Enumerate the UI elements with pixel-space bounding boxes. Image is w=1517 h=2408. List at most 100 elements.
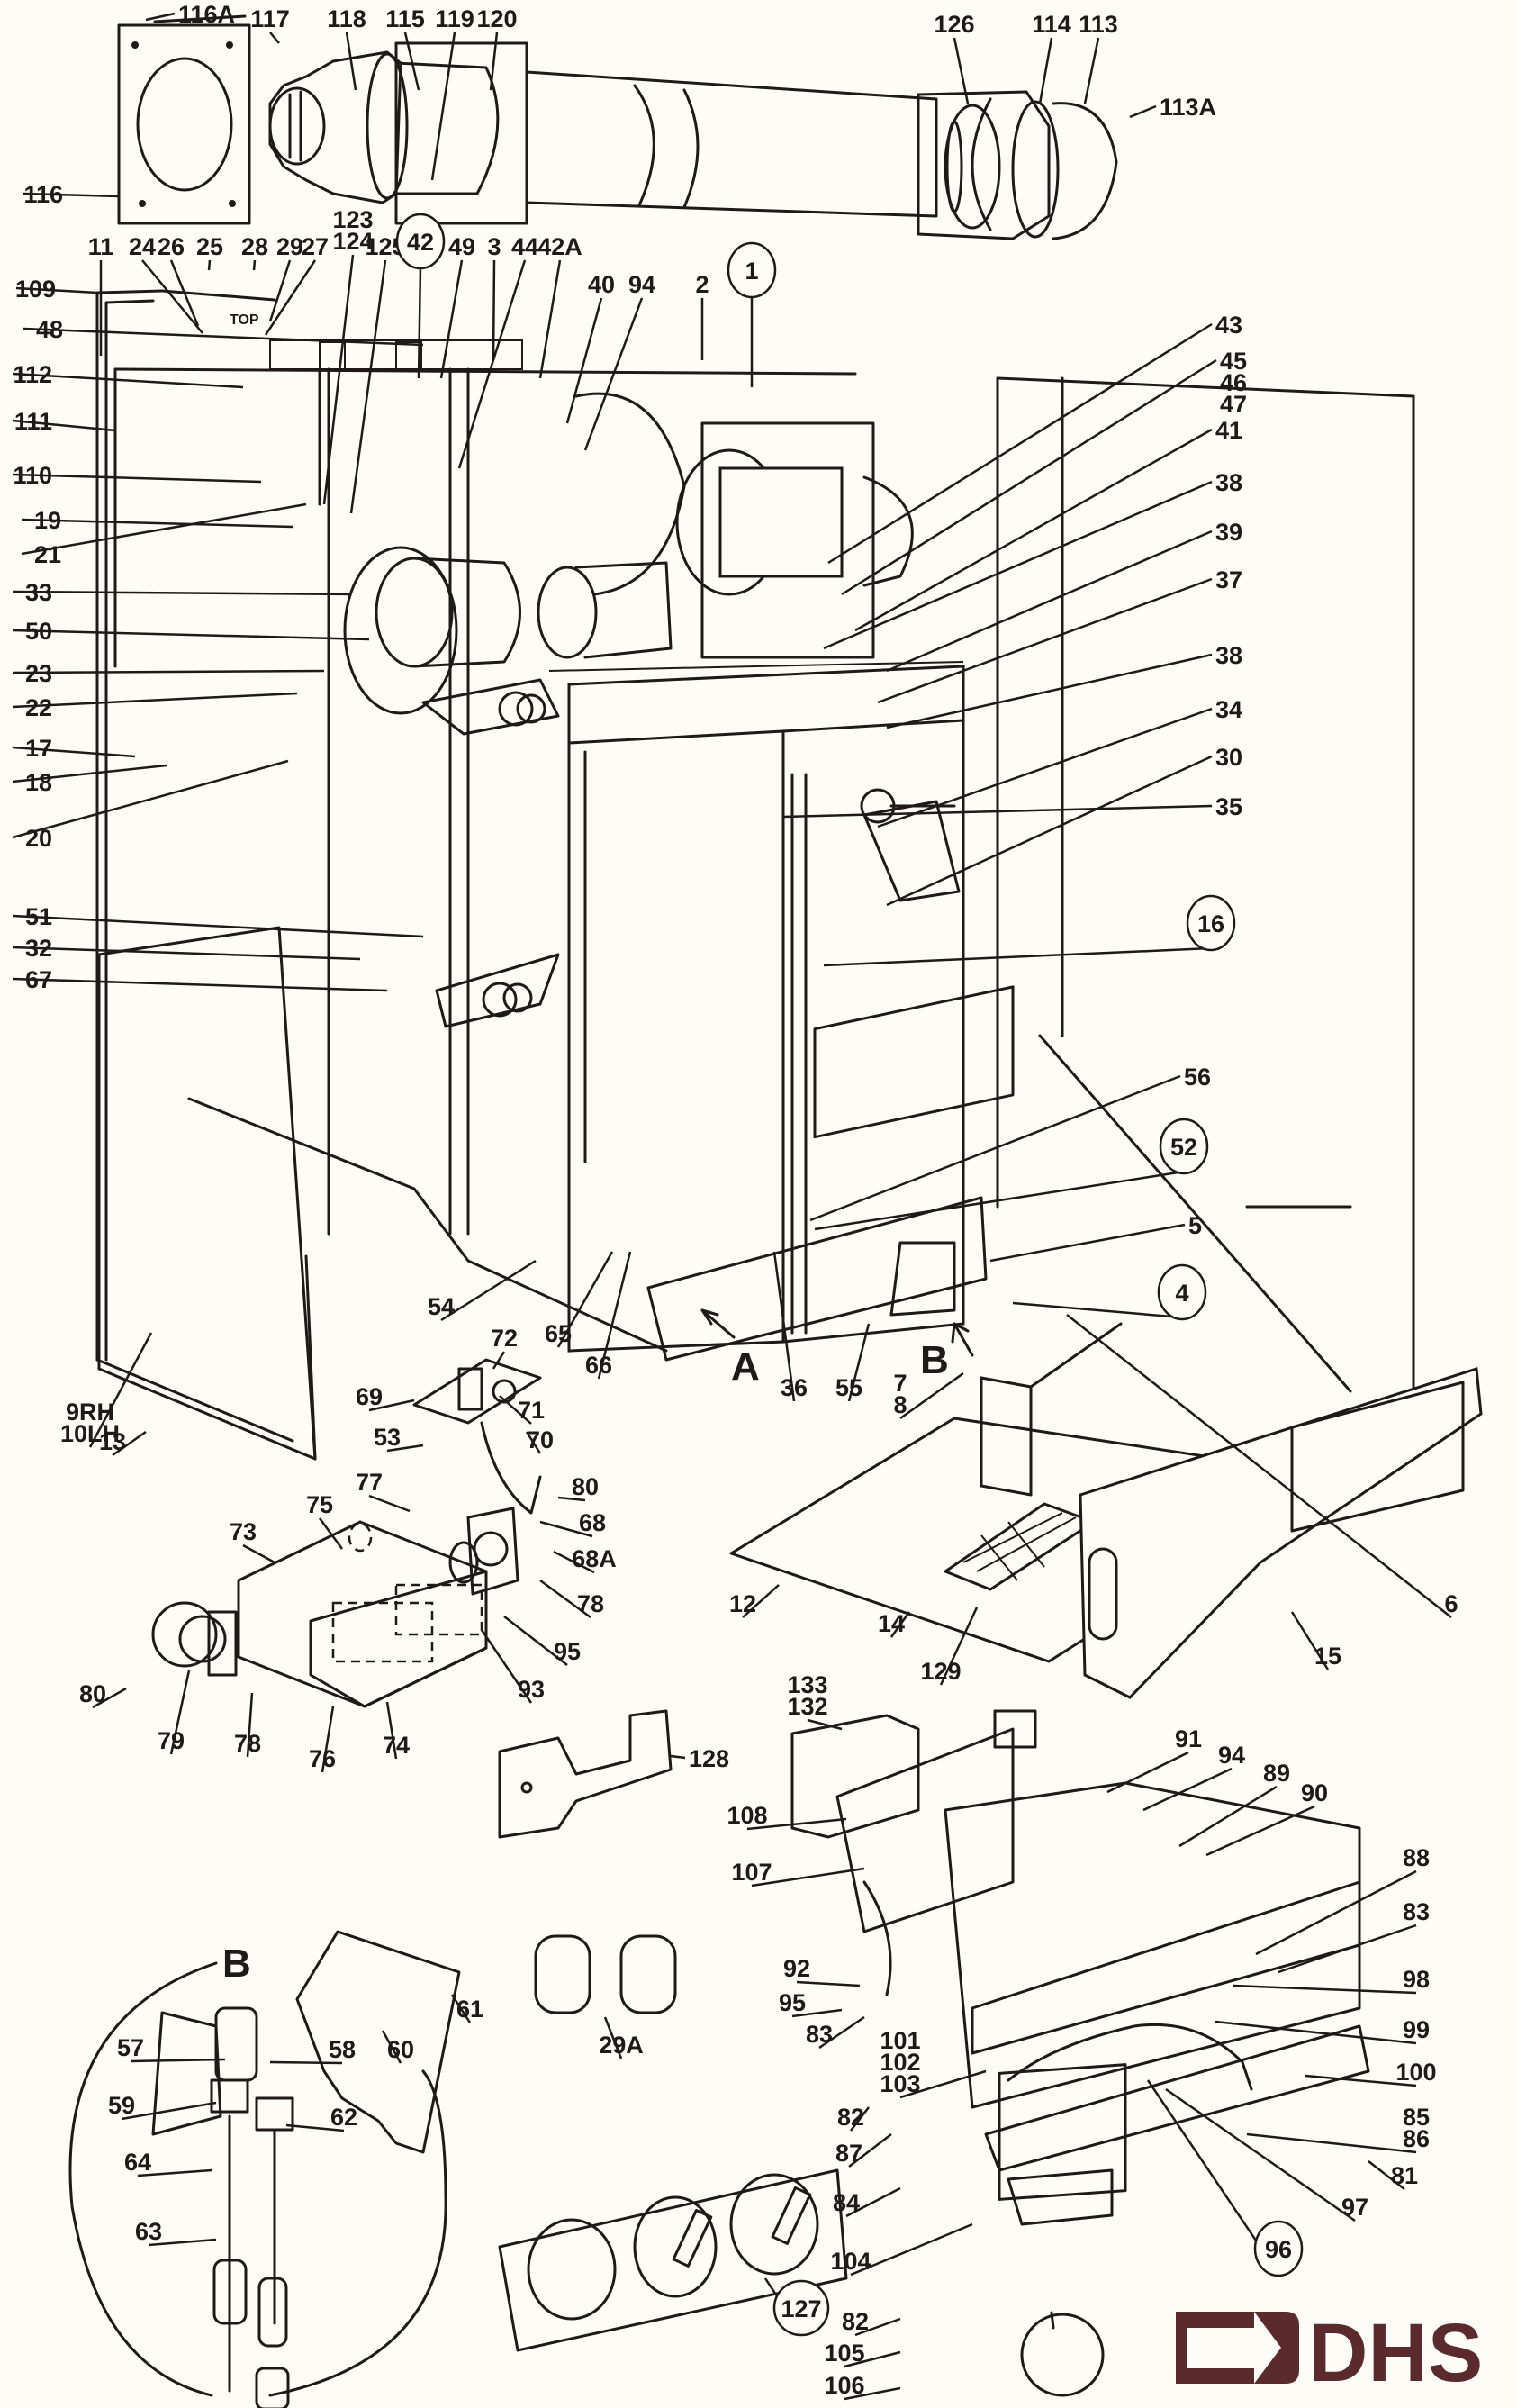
leader-line-82a: [850, 2106, 870, 2132]
callout-label: 59: [108, 2092, 135, 2119]
leader-line-61: [450, 1994, 472, 2023]
callout-129: 129: [920, 1658, 961, 1685]
callout-68A: 68A: [572, 1545, 617, 1572]
leader-line-5: [989, 1223, 1186, 1263]
callout-label: 70: [527, 1426, 554, 1453]
callout-label: 72: [491, 1325, 518, 1352]
callout-53: 53: [374, 1424, 401, 1451]
callout-29: 29: [276, 233, 303, 260]
callout-label: 15: [1314, 1643, 1341, 1670]
callout-label: 69: [356, 1383, 383, 1410]
leader-line-17: [12, 746, 136, 758]
left-lower-panel: [97, 926, 317, 1461]
inner-back-panel: [318, 367, 470, 1236]
callout-label: 42A: [537, 233, 582, 260]
callout-label: 7: [893, 1370, 907, 1397]
callout-44: 44: [511, 233, 538, 260]
callout-60: 60: [387, 2036, 414, 2063]
leader-line-113A: [1129, 104, 1157, 119]
leader-line-59: [121, 2101, 217, 2121]
callout-label: 67: [25, 966, 52, 993]
callout-52: 52: [1159, 1118, 1209, 1175]
leader-line-70: [525, 1431, 542, 1454]
leader-line-43: [827, 322, 1213, 565]
callout-label: 113: [1079, 11, 1118, 38]
callout-1: 1: [727, 241, 777, 299]
callout-label: 29: [276, 233, 303, 260]
callout-112: 112: [13, 361, 52, 388]
leader-line-23: [12, 669, 325, 674]
leader-line-94a: [583, 297, 644, 451]
callout-50: 50: [25, 618, 52, 645]
callout-34: 34: [1215, 696, 1242, 723]
leader-line-129: [939, 1607, 979, 1686]
callout-label: 99: [1403, 2016, 1430, 2043]
callout-41: 41: [1215, 417, 1242, 444]
callout-label: 26: [158, 233, 185, 260]
callout-42: 42: [395, 213, 446, 270]
leader-line-112: [12, 372, 244, 389]
callout-33: 33: [25, 579, 52, 606]
callout-label: 44: [511, 233, 538, 260]
callout-2: 2: [695, 271, 709, 298]
callout-label: 94: [1218, 1742, 1245, 1769]
callout-49: 49: [448, 233, 475, 260]
leader-line-71: [499, 1395, 532, 1425]
leader-line-87: [848, 2133, 892, 2168]
callout-label: 110: [13, 462, 52, 489]
leader-line-73: [242, 1543, 275, 1564]
callout-81: 81: [1391, 2162, 1418, 2189]
callout-label: 89: [1263, 1760, 1290, 1787]
callout-label: 124: [332, 228, 373, 255]
callout-37: 37: [1215, 566, 1242, 593]
callout-label: 81: [1391, 2162, 1418, 2189]
leader-line-82b: [854, 2317, 901, 2337]
callout-69: 69: [356, 1383, 383, 1410]
leader-line-25: [207, 259, 212, 271]
leader-line-125: [349, 259, 387, 514]
callout-label: 114: [1032, 11, 1071, 38]
control-box-support: [187, 1097, 668, 1353]
leader-line-40: [565, 297, 603, 424]
callout-label: 38: [1215, 469, 1242, 496]
callout-25: 25: [196, 233, 223, 260]
view-marker-b: B: [920, 1322, 974, 1382]
callout-label: 109: [15, 276, 56, 303]
leader-line-39: [886, 530, 1213, 673]
callout-label: 64: [124, 2149, 151, 2176]
callout-48: 48: [36, 316, 63, 343]
leader-line-21: [21, 502, 307, 556]
callout-111: 111: [14, 408, 52, 435]
callout-23: 23: [25, 660, 52, 687]
leader-line-81: [1368, 2160, 1405, 2190]
leader-line-51: [12, 914, 424, 938]
callout-82a: 82: [837, 2104, 864, 2131]
callout-label: 80: [572, 1473, 599, 1500]
callout-label: 103: [880, 2070, 920, 2097]
callout-label: 126: [934, 11, 974, 38]
callout-61: 61: [456, 1996, 483, 2023]
leader-line-45-47: [841, 358, 1217, 596]
callout-label: 5: [1188, 1212, 1202, 1239]
leader-line-58: [269, 2060, 343, 2065]
callout-89: 89: [1263, 1760, 1290, 1787]
callout-93: 93: [518, 1676, 545, 1703]
callout-73: 73: [230, 1518, 257, 1545]
callout-label: 74: [383, 1732, 410, 1759]
callout-71: 71: [518, 1397, 545, 1424]
callout-label: 42: [407, 229, 434, 256]
callout-83a: 83: [1403, 1898, 1430, 1925]
callout-99: 99: [1403, 2016, 1430, 2043]
leader-line-56: [809, 1074, 1181, 1222]
leader-line-3: [492, 259, 496, 361]
callout-label: 33: [25, 579, 52, 606]
callout-76: 76: [309, 1745, 336, 1772]
callout-label: 88: [1403, 1844, 1430, 1871]
callout-label: 13: [99, 1428, 126, 1455]
callout-label: 82: [842, 2308, 869, 2335]
callout-label: 107: [731, 1859, 772, 1886]
callout-95b: 95: [779, 1989, 806, 2016]
